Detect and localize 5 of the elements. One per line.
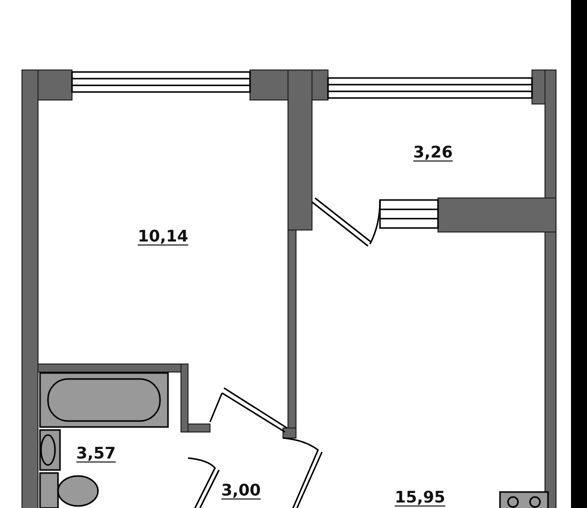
room-area-label: 10,14 xyxy=(138,226,188,246)
room-area-label: 3,26 xyxy=(413,142,453,162)
room-area-label: 15,95 xyxy=(394,488,446,506)
room-area-label: 3,57 xyxy=(76,444,116,462)
room-area-label: 3,00 xyxy=(221,480,261,500)
